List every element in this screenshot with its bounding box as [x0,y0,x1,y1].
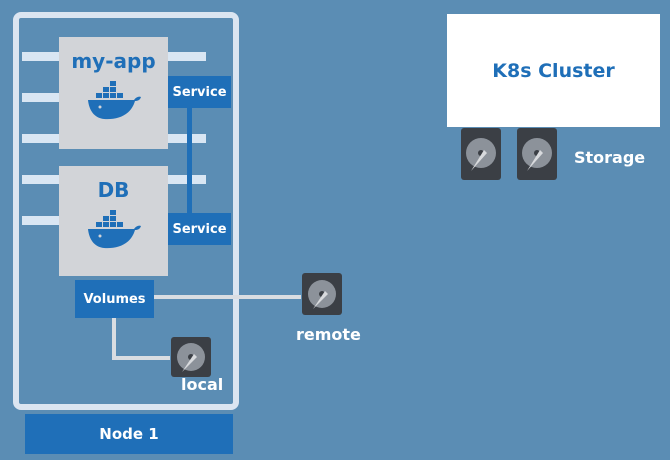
service-link-line [187,98,192,230]
service-label: Service [172,84,227,100]
node-label: Node 1 [25,414,233,454]
local-label: local [181,375,224,394]
pod-db[interactable]: DB [59,166,168,276]
storage-disk[interactable] [516,127,558,185]
hard-disk-icon [461,128,501,180]
service-label: Service [172,221,227,237]
k8s-cluster-box[interactable]: K8s Cluster [447,14,660,127]
remote-label: remote [296,325,361,344]
local-link-line-h [112,356,170,360]
docker-whale-icon [87,81,141,120]
service-db[interactable]: Service [168,213,231,245]
storage-label: Storage [574,148,646,167]
node-label-text: Node 1 [99,425,159,443]
node-frame [13,12,239,410]
docker-whale-icon [87,210,141,249]
pod-title: my-app [71,49,156,73]
local-link-line-v [112,318,116,360]
volumes-box[interactable]: Volumes [75,280,154,318]
hard-disk-icon [517,128,557,180]
hard-disk-icon [302,273,342,315]
storage-disk[interactable] [460,127,502,185]
hard-disk-icon [171,337,211,377]
remote-link-line [154,295,301,299]
service-my-app[interactable]: Service [168,76,231,108]
local-disk[interactable] [170,336,212,382]
remote-disk[interactable] [301,272,343,320]
volumes-label: Volumes [83,291,146,307]
cluster-title: K8s Cluster [492,59,615,82]
pod-title: DB [97,178,130,202]
pod-my-app[interactable]: my-app [59,37,168,149]
